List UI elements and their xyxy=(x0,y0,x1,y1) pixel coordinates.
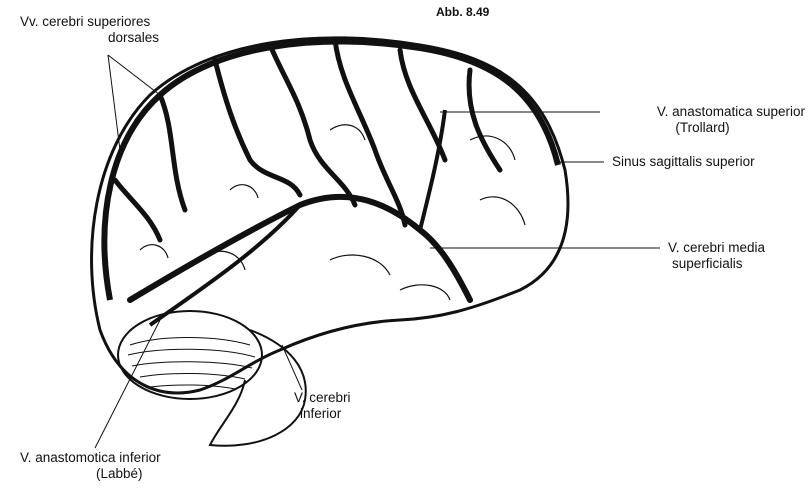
v-anastomotica-superior xyxy=(418,109,447,231)
label-v-cerebri-media-line2: superficialis xyxy=(672,256,743,271)
leader-lines xyxy=(94,54,660,449)
cerebellum xyxy=(117,310,263,400)
figure-number: Abb. 8.49 xyxy=(436,5,490,19)
label-v-anastomatica-superior-line1: V. anastomatica superior xyxy=(656,104,805,119)
label-sinus-sagittalis-superior: Sinus sagittalis superior xyxy=(612,154,755,169)
cerebellum-folia xyxy=(127,337,256,390)
sinus-sagittalis-outline xyxy=(101,38,561,301)
brainstem xyxy=(208,329,307,447)
label-v-anastomatica-superior-line2: (Trollard) xyxy=(675,120,730,135)
label-v-anastomotica-inferior-line1: V. anastomotica inferior xyxy=(20,450,161,465)
superior-cerebral-veins xyxy=(112,37,503,243)
label-vv-cerebri-superiores-line1: Vv. cerebri superiores xyxy=(20,14,151,29)
v-cerebri-media-superficialis xyxy=(127,193,473,303)
label-v-cerebri-media-line1: V. cerebri media xyxy=(668,240,766,255)
label-v-cerebri-inferior-line1: V. cerebri xyxy=(294,390,351,405)
gyri-texture xyxy=(139,124,526,301)
v-anastomotica-inferior xyxy=(148,203,302,327)
label-v-anastomotica-inferior-line2: (Labbé) xyxy=(96,466,143,481)
label-v-cerebri-inferior-line2: inferior xyxy=(300,406,342,421)
label-vv-cerebri-superiores-line2: dorsales xyxy=(108,30,160,45)
